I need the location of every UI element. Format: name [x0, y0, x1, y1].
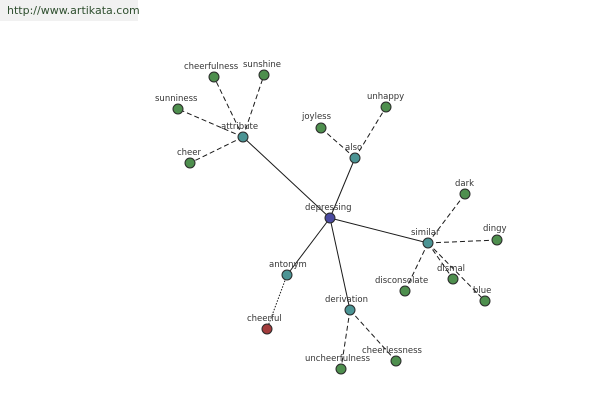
node-dot-derivation[interactable]: [344, 304, 356, 316]
node-dismal[interactable]: dismal: [437, 264, 465, 285]
node-label-dingy: dingy: [483, 224, 507, 234]
edge-similar-dingy: [427, 239, 498, 244]
node-label-uncheerfulness: uncheerfulness: [305, 354, 371, 364]
node-blue[interactable]: blue: [473, 286, 491, 307]
node-dot-cheerful[interactable]: [261, 323, 273, 335]
edge-depressing-derivation: [329, 217, 351, 311]
node-label-sunniness: sunniness: [155, 94, 198, 104]
node-dot-cheerlessness[interactable]: [390, 355, 402, 367]
edge-attribute-cheerfulness: [213, 76, 244, 138]
node-label-dark: dark: [455, 179, 474, 189]
node-dot-antonym[interactable]: [281, 269, 293, 281]
node-label-antonym: antonym: [269, 260, 307, 270]
edge-similar-disconsolate: [404, 242, 429, 292]
node-label-unhappy: unhappy: [367, 92, 404, 102]
node-dot-dismal[interactable]: [447, 273, 459, 285]
node-attribute[interactable]: attribute: [221, 122, 258, 143]
node-dot-disconsolate[interactable]: [399, 285, 411, 297]
node-uncheerfulness[interactable]: uncheerfulness: [305, 354, 371, 375]
node-sunniness[interactable]: sunniness: [155, 94, 198, 115]
node-similar[interactable]: similar: [411, 228, 440, 249]
node-derivation[interactable]: derivation: [325, 295, 368, 316]
node-label-disconsolate: disconsolate: [375, 276, 428, 286]
node-label-blue: blue: [473, 286, 491, 296]
edge-similar-dismal: [427, 242, 454, 280]
edge-similar-dark: [427, 193, 466, 244]
node-dot-sunshine[interactable]: [258, 69, 270, 81]
node-dot-depressing[interactable]: [324, 212, 336, 224]
node-dot-dingy[interactable]: [491, 234, 503, 246]
node-label-joyless: joyless: [301, 112, 332, 122]
node-label-attribute: attribute: [221, 122, 258, 132]
node-label-sunshine: sunshine: [243, 60, 281, 70]
node-joyless[interactable]: joyless: [301, 112, 332, 134]
node-label-cheer: cheer: [177, 148, 202, 158]
node-unhappy[interactable]: unhappy: [367, 92, 404, 113]
node-cheer[interactable]: cheer: [177, 148, 202, 169]
node-cheerlessness[interactable]: cheerlessness: [362, 346, 423, 367]
node-dot-joyless[interactable]: [315, 122, 327, 134]
node-dot-also[interactable]: [349, 152, 361, 164]
node-dot-uncheerfulness[interactable]: [335, 363, 347, 375]
edge-attribute-cheer: [189, 136, 244, 164]
edge-derivation-uncheerfulness: [340, 309, 351, 370]
node-dot-attribute[interactable]: [237, 131, 249, 143]
node-dot-dark[interactable]: [459, 188, 471, 200]
node-also[interactable]: also: [345, 143, 362, 164]
graph-edges: [177, 74, 498, 370]
node-label-cheerfulness: cheerfulness: [184, 62, 239, 72]
node-dot-similar[interactable]: [422, 237, 434, 249]
edge-also-unhappy: [354, 106, 387, 159]
edge-attribute-sunshine: [242, 74, 265, 138]
node-antonym[interactable]: antonym: [269, 260, 307, 281]
node-dot-cheer[interactable]: [184, 157, 196, 169]
node-depressing[interactable]: depressing: [305, 203, 352, 224]
node-label-cheerful: cheerful: [247, 314, 282, 324]
edge-depressing-attribute: [242, 136, 331, 219]
node-sunshine[interactable]: sunshine: [243, 60, 281, 81]
source-url-link[interactable]: http://www.artikata.com: [0, 0, 140, 21]
edge-similar-blue: [427, 242, 486, 302]
node-label-depressing: depressing: [305, 203, 352, 213]
node-label-dismal: dismal: [437, 264, 465, 274]
node-dot-blue[interactable]: [479, 295, 491, 307]
node-label-similar: similar: [411, 228, 440, 238]
node-label-also: also: [345, 143, 362, 153]
node-dot-unhappy[interactable]: [380, 101, 392, 113]
edge-depressing-similar: [329, 217, 429, 244]
edge-derivation-cheerlessness: [349, 309, 397, 362]
node-label-derivation: derivation: [325, 295, 368, 305]
node-dark[interactable]: dark: [455, 179, 474, 200]
edge-antonym-cheerful: [266, 274, 288, 330]
node-dot-cheerfulness[interactable]: [208, 71, 220, 83]
node-cheerfulness[interactable]: cheerfulness: [184, 62, 239, 83]
edge-depressing-antonym: [286, 217, 331, 276]
node-dingy[interactable]: dingy: [483, 224, 507, 246]
graph-nodes: depressing attribute also similar antonym der…: [155, 60, 507, 375]
edge-depressing-also: [329, 157, 356, 219]
node-disconsolate[interactable]: disconsolate: [375, 276, 428, 297]
edge-attribute-sunniness: [177, 108, 244, 138]
node-label-cheerlessness: cheerlessness: [362, 346, 423, 356]
node-dot-sunniness[interactable]: [172, 103, 184, 115]
node-cheerful[interactable]: cheerful: [247, 314, 282, 335]
